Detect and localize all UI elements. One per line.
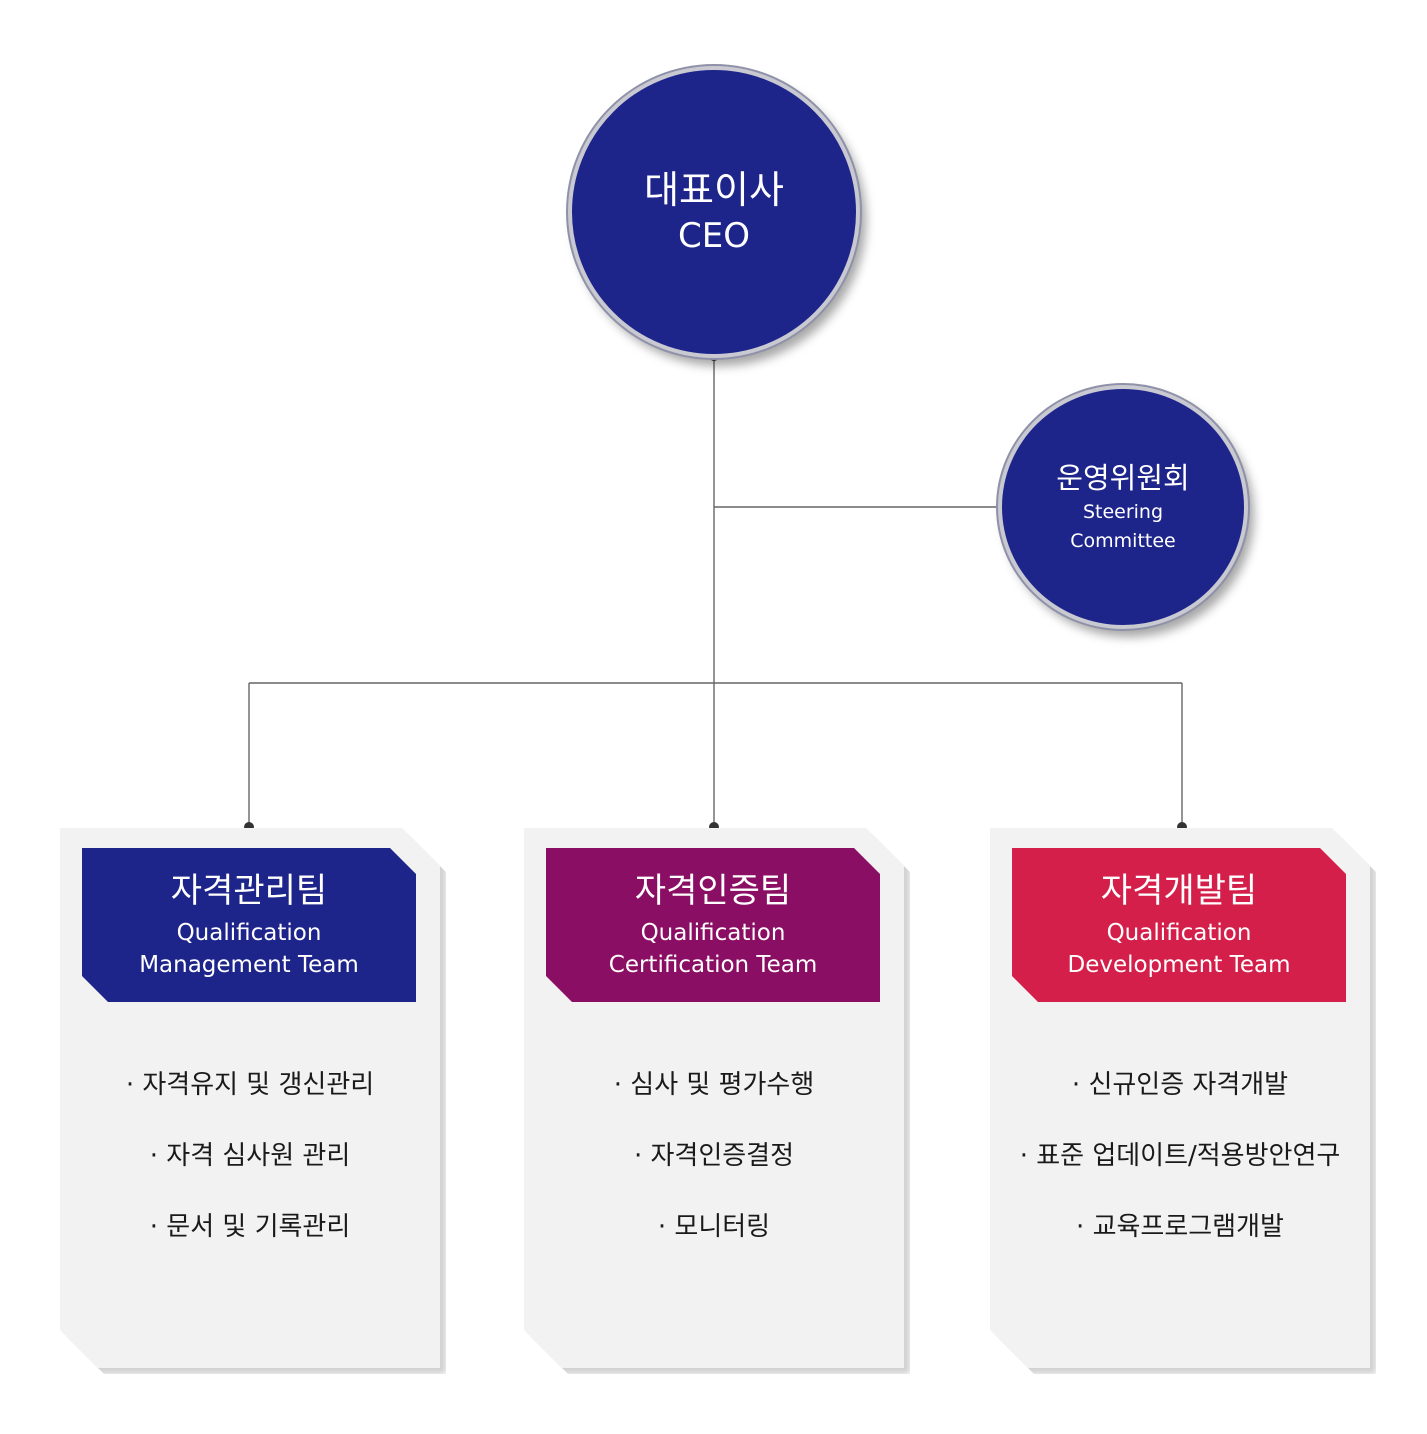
certification-team-header: 자격인증팀 Qualification Certification Team bbox=[546, 848, 880, 1002]
committee-title-en-line1: Steering bbox=[1082, 501, 1164, 523]
development-team-card: 자격개발팀 Qualification Development Team · 신… bbox=[990, 828, 1370, 1368]
ceo-title-en: CEO bbox=[678, 216, 750, 256]
management-team-duties: · 자격유지 및 갱신관리 · 자격 심사원 관리 · 문서 및 기록관리 bbox=[60, 1068, 440, 1281]
development-team-name-kr: 자격개발팀 bbox=[1100, 871, 1258, 911]
duty-item: · 문서 및 기록관리 bbox=[149, 1212, 351, 1242]
certification-team-duties: · 심사 및 평가수행 · 자격인증결정 · 모니터링 bbox=[524, 1068, 904, 1281]
duty-item: · 모니터링 bbox=[657, 1212, 771, 1242]
management-team-name-kr: 자격관리팀 bbox=[170, 871, 328, 911]
development-team-duties: · 신규인증 자격개발 · 표준 업데이트/적용방안연구 · 교육프로그램개발 bbox=[990, 1068, 1370, 1281]
duty-item: · 신규인증 자격개발 bbox=[1071, 1070, 1289, 1100]
development-team-name-en-line1: Qualification bbox=[1106, 920, 1252, 946]
duty-item: · 자격인증결정 bbox=[633, 1141, 795, 1171]
duty-item: · 교육프로그램개발 bbox=[1076, 1212, 1284, 1242]
certification-team-name-en-line2: Certification Team bbox=[608, 952, 818, 978]
ceo-title-kr: 대표이사 bbox=[644, 168, 784, 212]
certification-team-name-kr: 자격인증팀 bbox=[634, 871, 792, 911]
development-team-header: 자격개발팀 Qualification Development Team bbox=[1012, 848, 1346, 1002]
steering-committee-node: 운영위원회 Steering Committee bbox=[998, 385, 1248, 629]
management-team-card: 자격관리팀 Qualification Management Team · 자격… bbox=[60, 828, 440, 1368]
duty-item: · 자격유지 및 갱신관리 bbox=[125, 1070, 375, 1100]
committee-title-kr: 운영위원회 bbox=[1056, 461, 1190, 495]
development-team-name-en-line2: Development Team bbox=[1067, 952, 1291, 978]
management-team-name-en-line1: Qualification bbox=[176, 920, 322, 946]
duty-item: · 자격 심사원 관리 bbox=[149, 1141, 351, 1171]
duty-item: · 표준 업데이트/적용방안연구 bbox=[1019, 1141, 1341, 1171]
management-team-name-en-line2: Management Team bbox=[139, 952, 359, 978]
management-team-header: 자격관리팀 Qualification Management Team bbox=[82, 848, 416, 1002]
certification-team-name-en-line1: Qualification bbox=[640, 920, 786, 946]
duty-item: · 심사 및 평가수행 bbox=[613, 1070, 815, 1100]
committee-title-en-line2: Committee bbox=[1070, 530, 1176, 552]
certification-team-card: 자격인증팀 Qualification Certification Team ·… bbox=[524, 828, 904, 1368]
ceo-node: 대표이사 CEO bbox=[568, 66, 860, 358]
